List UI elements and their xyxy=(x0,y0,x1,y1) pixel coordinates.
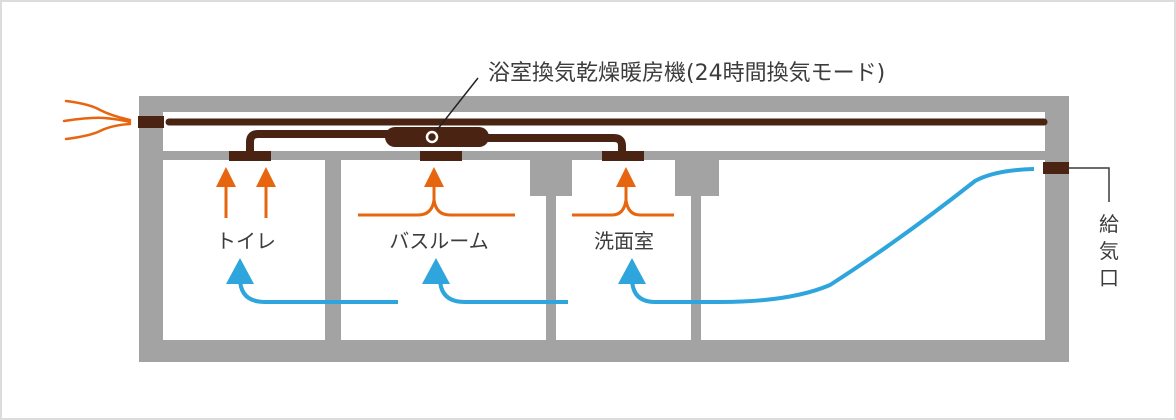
exhaust-arrows xyxy=(224,182,674,218)
supply-flow-washroom xyxy=(630,167,1035,304)
room-label-washroom: 洗面室 xyxy=(594,229,654,253)
supply-label-char-3: 口 xyxy=(1099,266,1119,290)
outer-wall-left xyxy=(139,96,163,362)
exhaust-wind-icon xyxy=(62,99,132,141)
partition-bath-wash xyxy=(546,160,556,342)
ducts xyxy=(165,118,1048,152)
room-label-bathroom: バスルーム xyxy=(389,229,488,253)
supply-inlet xyxy=(1043,162,1069,174)
arrowhead-icon xyxy=(216,167,236,187)
arrowhead-icon xyxy=(256,167,276,187)
outer-wall-bottom xyxy=(139,340,1069,362)
arrowhead-icon xyxy=(618,258,646,284)
arrowhead-icon xyxy=(616,167,636,187)
arrowhead-icon xyxy=(424,167,444,187)
unit-leader-line xyxy=(436,77,479,131)
supply-leader-line xyxy=(1069,167,1110,202)
supply-label-char-1: 給 xyxy=(1099,212,1119,236)
partition-wash-room xyxy=(691,160,701,342)
duct-branch-wash xyxy=(470,134,626,152)
outer-wall-right xyxy=(1045,96,1069,362)
exhaust-arrowheads xyxy=(216,167,636,187)
supply-arrowheads xyxy=(226,258,646,284)
arrowhead-icon xyxy=(422,258,450,284)
supply-flow-toilet xyxy=(238,277,398,304)
outer-wall-top xyxy=(139,96,1069,112)
partition-toilet-bath xyxy=(325,160,341,342)
unit-title-label: 浴室換気乾燥暖房機(24時間換気モード) xyxy=(488,61,885,86)
vent-washroom xyxy=(602,151,644,161)
vent-toilet xyxy=(229,151,271,161)
vent-bathroom xyxy=(420,151,462,161)
room-label-toilet: トイレ xyxy=(216,229,276,253)
arrowhead-icon xyxy=(226,258,254,284)
ventilation-unit-indicator-icon xyxy=(425,130,439,144)
exhaust-outlet xyxy=(138,116,164,128)
supply-label-char-2: 気 xyxy=(1099,239,1119,263)
